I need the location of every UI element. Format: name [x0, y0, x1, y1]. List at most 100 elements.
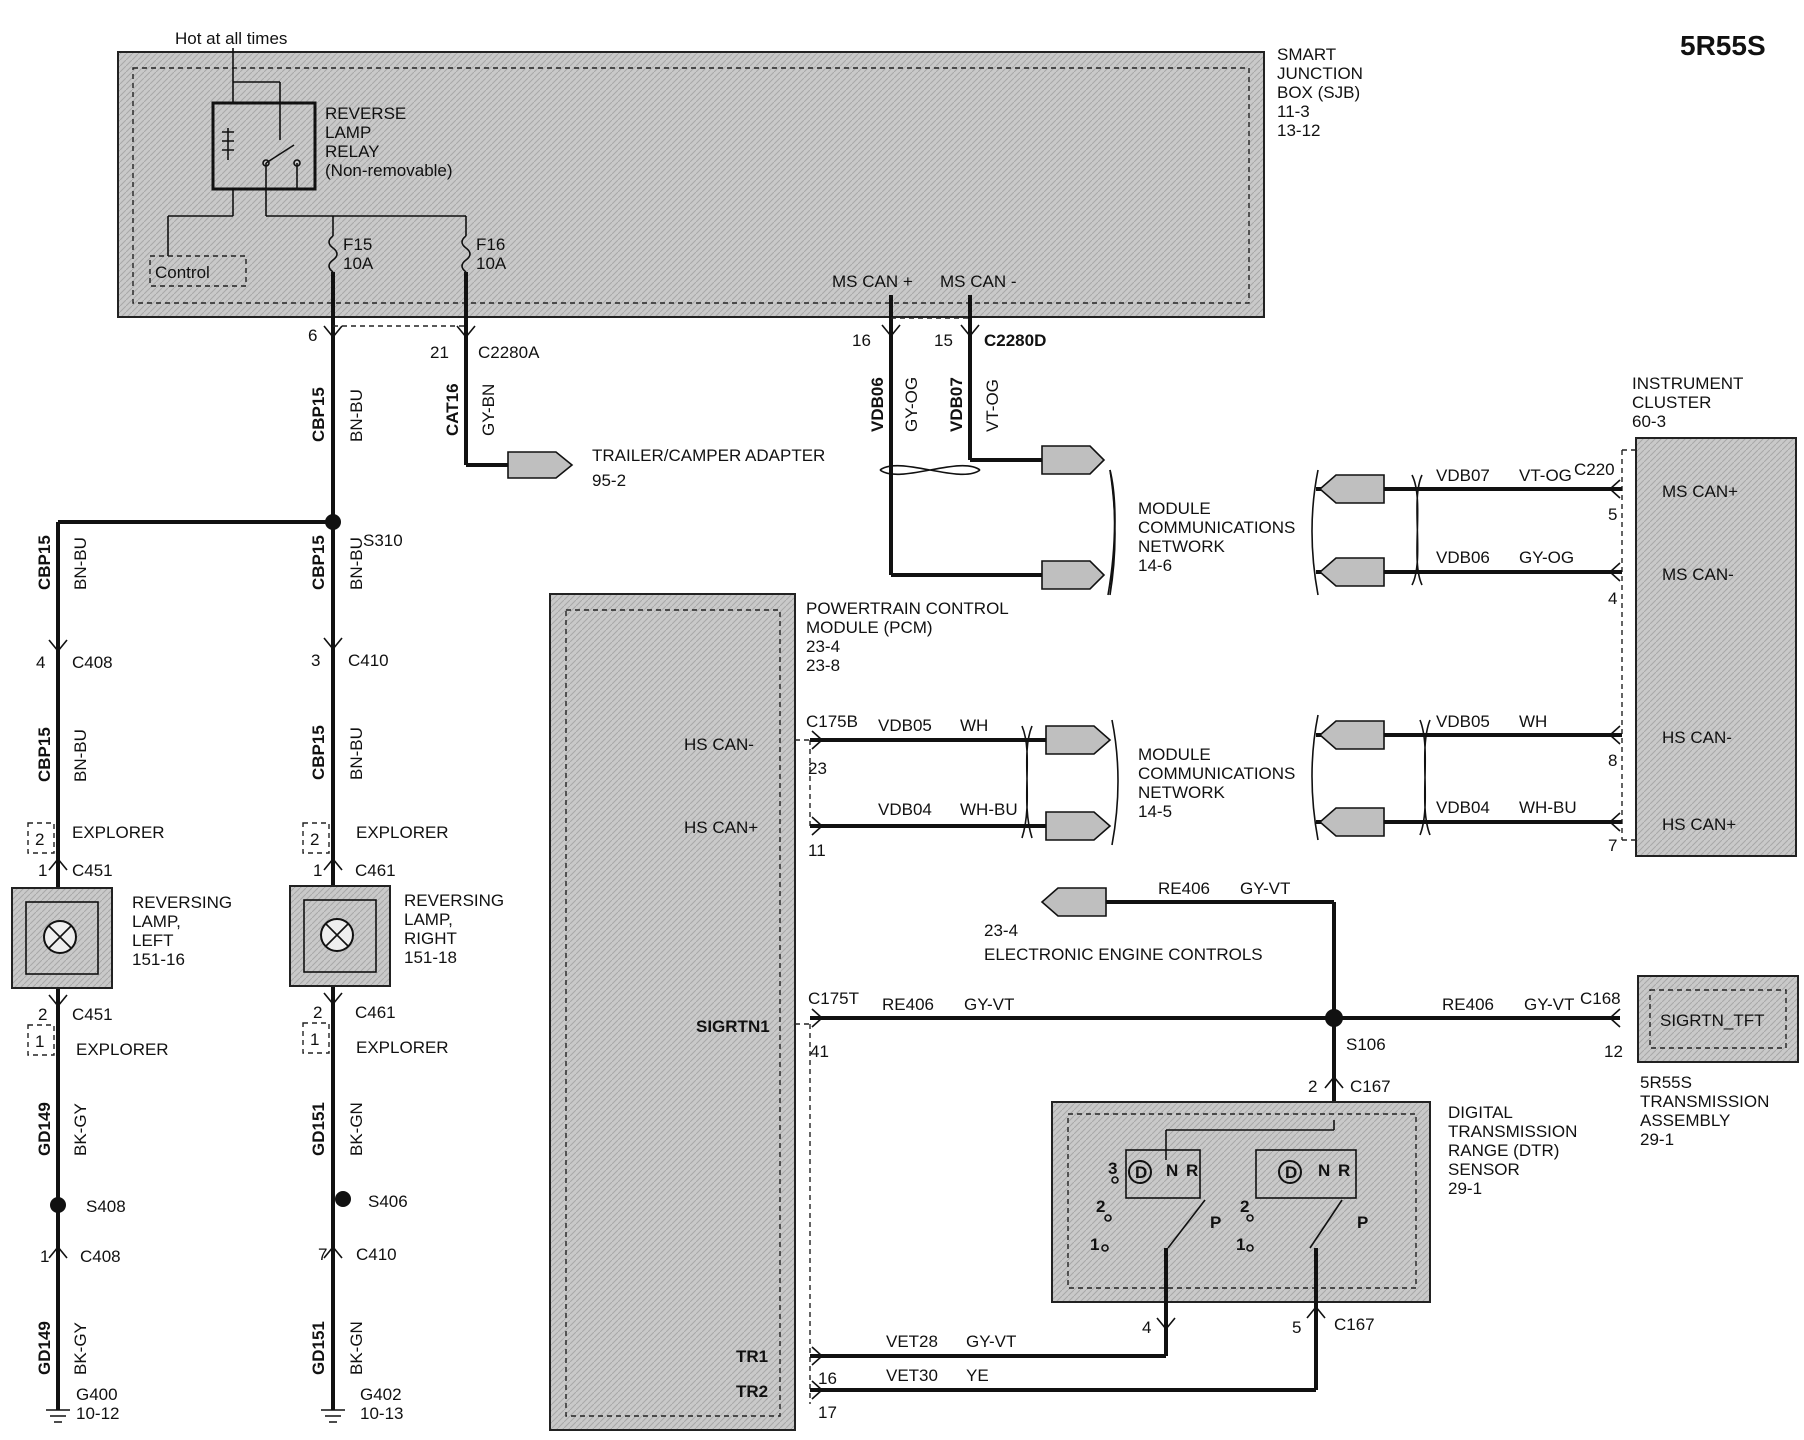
vdb07-label: VDB07	[947, 377, 966, 432]
right-c461-top-label: C461	[355, 861, 396, 880]
left-c451-top-pin: 1	[38, 861, 47, 880]
gy-bn-label: GY-BN	[479, 384, 498, 436]
ic-ms-can-plus: MS CAN+	[1662, 482, 1738, 501]
left-c451-top-label: C451	[72, 861, 113, 880]
pcm-pin41: 41	[810, 1042, 829, 1061]
right-lamp-ref: 151-18	[404, 948, 457, 967]
right-lamp-name-2: LAMP,	[404, 910, 453, 929]
left-lamp-name-1: REVERSING	[132, 893, 232, 912]
vdb06-label: VDB06	[868, 377, 887, 432]
vet28-circuit: VET28	[886, 1332, 938, 1351]
gd149-label-2: GD149	[35, 1321, 54, 1375]
left-c408-pin: 4	[36, 653, 45, 672]
gd151-label-2: GD151	[309, 1321, 328, 1375]
pcm-ref-1: 23-4	[806, 637, 840, 656]
eec-re406-color: GY-VT	[1240, 879, 1290, 898]
pcm-name-1: POWERTRAIN CONTROL	[806, 599, 1009, 618]
ic-ref: 60-3	[1632, 412, 1666, 431]
right-explorer-num-top: 2	[310, 830, 319, 849]
mcn-bot-name-3: NETWORK	[1138, 783, 1226, 802]
relay-label-2: LAMP	[325, 123, 371, 142]
eec-re406-circuit: RE406	[1158, 879, 1210, 898]
c2280d-pin16: 16	[852, 331, 871, 350]
c2280a-label: C2280A	[478, 343, 540, 362]
pcm-hs-plug-1	[1045, 725, 1112, 755]
s106-label: S106	[1346, 1035, 1386, 1054]
ic-hs-plug-1	[1318, 720, 1385, 750]
s406-label: S406	[368, 1192, 408, 1211]
sjb-name-1: SMART	[1277, 45, 1336, 64]
dtr-name-1: DIGITAL	[1448, 1103, 1513, 1122]
dtr-name-2: TRANSMISSION	[1448, 1122, 1577, 1141]
s406-splice	[335, 1191, 351, 1207]
pcm-tr2: TR2	[736, 1382, 768, 1401]
dtr-c167-bot-label: C167	[1334, 1315, 1375, 1334]
ms-can-drop	[879, 295, 1116, 596]
f16-label: F16	[476, 235, 505, 254]
right-c461-bot-label: C461	[355, 1003, 396, 1022]
right-explorer-num-bot: 1	[310, 1030, 319, 1049]
bk-gy-label-2: BK-GY	[71, 1322, 90, 1375]
sjb-name-2: JUNCTION	[1277, 64, 1363, 83]
control-label: Control	[155, 263, 210, 282]
f15-amps: 10A	[343, 254, 374, 273]
dtr-n-right: N	[1318, 1161, 1330, 1180]
powertrain-control-module	[549, 593, 811, 1431]
mcn-top-name-1: MODULE	[1138, 499, 1211, 518]
dtr-r-right: R	[1338, 1161, 1350, 1180]
ic-name-1: INSTRUMENT	[1632, 374, 1743, 393]
dtr-name-3: RANGE (DTR)	[1448, 1141, 1559, 1160]
dtr-n1-left: 1	[1090, 1235, 1099, 1254]
c2280d-label: C2280D	[984, 331, 1046, 350]
vet30-circuit: VET30	[886, 1366, 938, 1385]
mcn-bot-name-2: COMMUNICATIONS	[1138, 764, 1295, 783]
c2280d-pin15: 15	[934, 331, 953, 350]
g402-ref: 10-13	[360, 1404, 403, 1423]
pcm-vdb04-color: WH-BU	[960, 800, 1018, 819]
dtr-n1-right: 1	[1236, 1235, 1245, 1254]
relay-label-1: REVERSE	[325, 104, 406, 123]
bk-gy-label-1: BK-GY	[71, 1103, 90, 1156]
c2280a-pin6: 6	[308, 326, 317, 345]
pcm-pin23: 23	[808, 759, 827, 778]
pcm-hs-plug-2	[1045, 811, 1112, 841]
pcm-sigrtn1: SIGRTN1	[696, 1017, 770, 1036]
pcm-re406-color: GY-VT	[964, 995, 1014, 1014]
dtr-n2-left: 2	[1096, 1197, 1105, 1216]
right-lamp-branch: 2 1	[289, 522, 391, 1423]
trailer-connector-icon	[507, 451, 574, 479]
vet30-color: YE	[966, 1366, 989, 1385]
pcm-pin16: 16	[818, 1369, 837, 1388]
left-c408-bot-label: C408	[80, 1247, 121, 1266]
bk-gn-label-1: BK-GN	[347, 1102, 366, 1156]
ic-pin7: 7	[1608, 836, 1617, 855]
ic-pin5: 5	[1608, 505, 1617, 524]
left-c451-bot-pin: 2	[38, 1005, 47, 1024]
sjb-ref-2: 13-12	[1277, 121, 1320, 140]
trans-ref: 29-1	[1640, 1130, 1674, 1149]
c168-pin12: 12	[1604, 1042, 1623, 1061]
dtr-sensor	[1051, 1101, 1431, 1390]
c175t-label: C175T	[808, 989, 859, 1008]
cbp15-trunk: 6 S310	[58, 272, 466, 550]
dtr-d-circle-left	[1128, 1160, 1152, 1184]
ic-w4-color: WH-BU	[1519, 798, 1577, 817]
g402-label: G402	[360, 1385, 402, 1404]
pcm-vdb04-circuit: VDB04	[878, 800, 932, 819]
ic-hs-can-plus: HS CAN+	[1662, 815, 1736, 834]
left-c408-label: C408	[72, 653, 113, 672]
left-lamp-ref: 151-16	[132, 950, 185, 969]
right-c461-top-pin: 1	[313, 861, 322, 880]
mcn-top-name-3: NETWORK	[1138, 537, 1226, 556]
c168-label: C168	[1580, 989, 1621, 1008]
f16-amps: 10A	[476, 254, 507, 273]
mcn-top-name-2: COMMUNICATIONS	[1138, 518, 1295, 537]
left-cbp15-label-1: CBP15	[35, 535, 54, 590]
cat16-label: CAT16	[443, 383, 462, 436]
right-explorer-label-top: EXPLORER	[356, 823, 449, 842]
right-explorer-label-bot: EXPLORER	[356, 1038, 449, 1057]
right-bn-bu-label-1: BN-BU	[347, 537, 366, 590]
ic-pin4: 4	[1608, 589, 1617, 608]
hot-at-all-times-label: Hot at all times	[175, 29, 287, 48]
diagram-title: 5R55S	[1680, 30, 1766, 61]
